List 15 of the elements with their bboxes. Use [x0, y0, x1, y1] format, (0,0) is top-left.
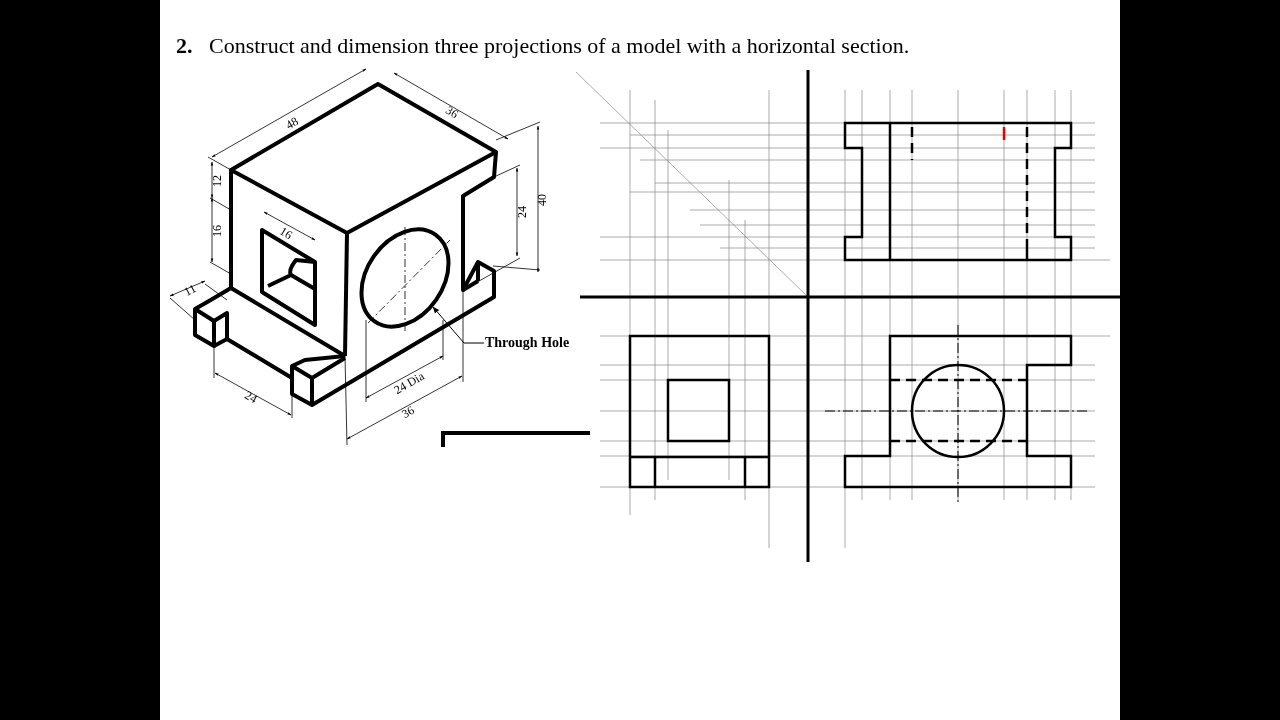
dimension-label: 24 Dia	[392, 369, 426, 397]
dimension-label: 48	[283, 114, 301, 132]
dimension-label: 12	[211, 175, 223, 187]
dimension-label: 24	[242, 388, 260, 406]
dimension-label: 16	[277, 224, 295, 242]
dimension-label: 11	[182, 282, 198, 298]
dimension-label: 24	[516, 206, 528, 218]
dimension-label: 36	[443, 103, 461, 121]
dimension-label: 16	[211, 225, 223, 237]
instruction-text: 2. Construct and dimension three projections of a model with a horizontal section.	[176, 33, 910, 59]
dimension-label: 36	[399, 403, 417, 421]
leader-line	[432, 306, 485, 344]
through-hole	[359, 227, 451, 329]
callout-text: Through Hole	[485, 335, 570, 351]
dimension-label: 40	[536, 194, 548, 206]
